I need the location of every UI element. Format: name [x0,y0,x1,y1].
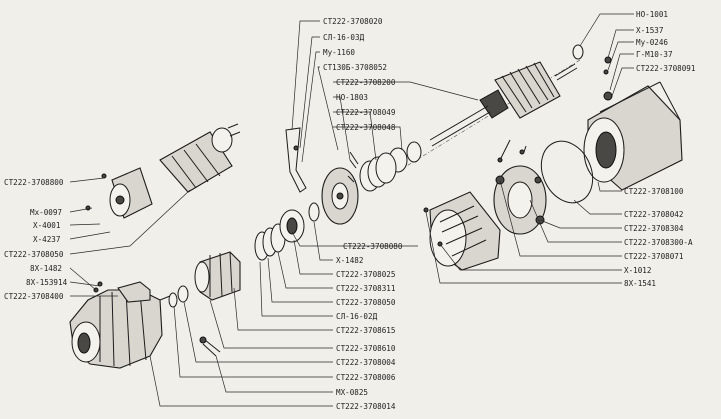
solenoid-plunger [85,167,153,219]
solenoid-relay [159,123,241,193]
label-l17: СТ222-3708300-А [624,238,693,247]
label-l21: СТ222-3708080 [343,242,403,251]
seal-ring [540,140,594,204]
spring-collar [254,202,320,261]
label-l9: НО-1001 [636,10,668,19]
label-l31: МХ-0825 [336,388,368,397]
label-l30: СТ222-3708006 [336,373,396,382]
label-l16: СТ222-3708304 [624,224,684,233]
end-cover [429,191,501,271]
label-l23: СТ222-3708025 [336,270,395,279]
label-l4: СТ130Б-3708052 [323,63,387,72]
label-l37: СТ222-3708050 [4,250,64,259]
drive-end-housing [69,281,171,369]
label-l24: СТ222-3708311 [336,284,396,293]
label-l14: СТ222-3708100 [624,187,684,196]
label-l33: СТ222-3708800 [4,178,64,187]
label-l6: НО-1803 [336,93,368,102]
part-labels: СТ222-3708020 СЛ-16-03Д Му-1160 СТ130Б-3… [4,10,696,411]
drive-pinion-assembly [168,251,241,357]
label-l40: СТ222-3708400 [4,292,64,301]
label-l35: Х-4001 [33,221,61,230]
label-l15: СТ222-3708042 [624,210,683,219]
armature [359,44,584,192]
brush-holder-plate [493,139,547,235]
label-l22: Х-1482 [336,256,363,265]
label-l38: 8Х-1482 [30,264,62,273]
label-l8: СТ222-3708048 [336,123,396,132]
label-l36: Х-4237 [33,235,60,244]
fasteners [93,149,525,293]
label-l1: СТ222-3708020 [323,17,383,26]
label-l13: СТ222-3708091 [636,64,696,73]
label-l25: СТ222-3708050 [336,298,396,307]
label-l32: СТ222-3708014 [336,402,396,411]
label-l39: 8Х-153914 [26,278,68,287]
label-l20: 8Х-1541 [624,279,656,288]
label-l18: СТ222-3708071 [624,252,684,261]
field-frame [583,56,683,191]
label-l26: СЛ-16-02Д [336,312,378,321]
label-l34: Мх-0097 [30,208,62,217]
label-l27: СТ222-3708615 [336,326,395,335]
label-l29: СТ222-3708004 [336,358,396,367]
intermediate-plate [285,127,359,225]
label-l11: Му-0246 [636,38,668,47]
label-l7: СТ222-3708049 [336,108,396,117]
label-l12: Г-М10-37 [636,50,673,59]
label-l5: СТ222-3708200 [336,78,396,87]
label-l10: Х-1537 [636,26,663,35]
leader-lines [69,13,634,407]
label-l3: Му-1160 [323,48,355,57]
label-l19: Х-1012 [624,266,651,275]
label-l2: СЛ-16-03Д [323,33,365,42]
label-l28: СТ222-3708610 [336,344,396,353]
